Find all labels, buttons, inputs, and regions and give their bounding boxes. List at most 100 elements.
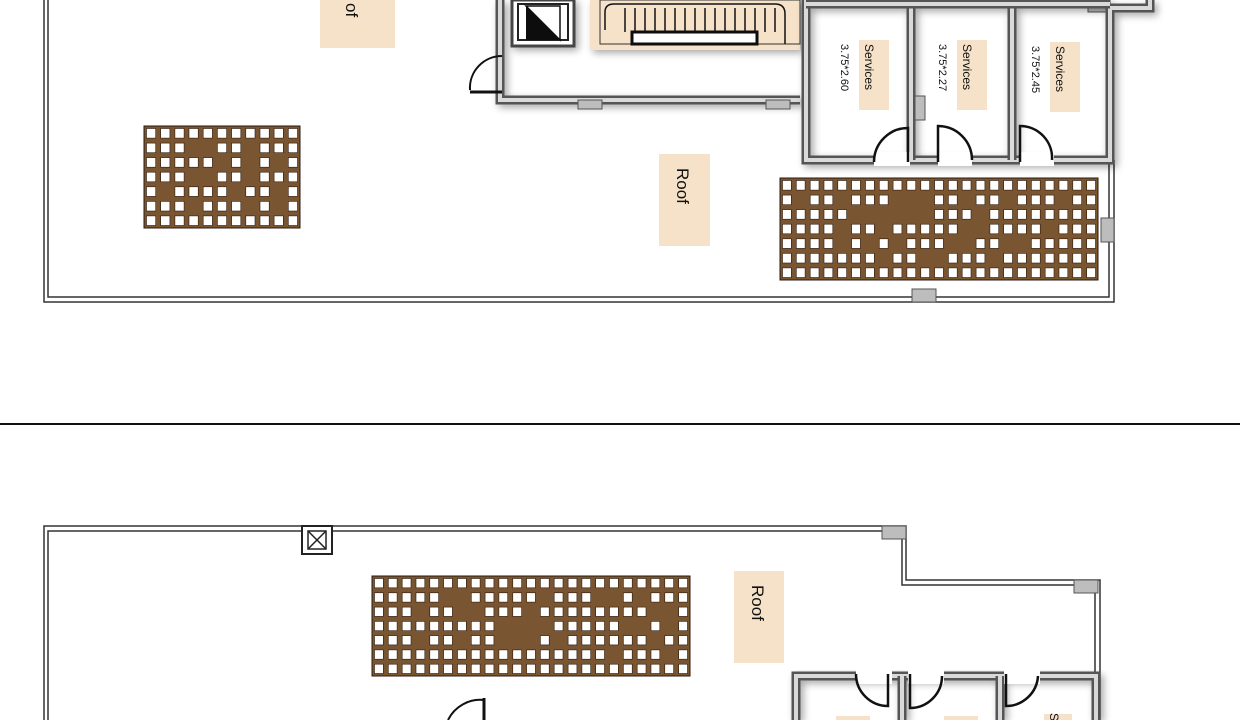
pergola-opening — [429, 606, 439, 617]
pergola-opening — [809, 238, 820, 249]
pergola-opening — [387, 578, 398, 589]
pergola-opening — [401, 663, 412, 674]
pergola-opening — [484, 606, 495, 617]
pergola-opening — [553, 578, 564, 589]
pergola-opening — [878, 194, 889, 206]
pergola-opening — [948, 180, 958, 191]
pergola-opening — [650, 592, 661, 603]
pergola-opening — [387, 635, 398, 646]
pergola-opening — [1003, 223, 1013, 235]
pergola-opening — [851, 180, 861, 191]
bottom-pergola — [371, 575, 691, 677]
pergola-opening — [512, 592, 522, 603]
pergola-opening — [581, 621, 592, 632]
service-room-size: 3.75*2.27 — [936, 44, 948, 91]
pergola-opening — [540, 663, 550, 674]
pergola-opening — [795, 223, 806, 235]
pergola-opening — [231, 171, 242, 183]
pergola-opening — [1044, 209, 1055, 220]
pergola-opening — [975, 267, 986, 278]
pergola-opening — [174, 215, 185, 226]
pergola-opening — [540, 635, 550, 646]
pergola-opening — [443, 606, 453, 617]
pergola-opening — [567, 621, 578, 632]
pergola-opening — [595, 606, 605, 617]
bottom-service-doors — [854, 670, 1040, 710]
pergola-opening — [287, 186, 298, 197]
pergola-opening — [934, 194, 944, 206]
pergola-opening — [934, 180, 944, 191]
pergola-opening — [581, 606, 592, 617]
pergola-opening — [415, 621, 426, 632]
pergola-opening — [429, 635, 439, 646]
pergola-opening — [259, 215, 270, 226]
pergola-opening — [1072, 238, 1082, 249]
pergola-opening — [174, 171, 185, 183]
pergola-opening — [374, 578, 384, 589]
pergola-opening — [650, 578, 661, 589]
pergola-opening — [443, 635, 453, 646]
pergola-opening — [878, 180, 889, 191]
pergola-opening — [553, 592, 564, 603]
pergola-opening — [809, 209, 820, 220]
top-plan: of Roof Services 3.75*2.60 Services 3.75… — [43, 0, 1155, 303]
pergola-opening — [989, 194, 1000, 206]
bottom-room-labels: S — [836, 713, 1072, 720]
pergola-opening — [795, 180, 806, 191]
pergola-opening — [512, 663, 522, 674]
pergola-opening — [595, 578, 605, 589]
pergola-opening — [443, 578, 453, 589]
pergola-opening — [1003, 209, 1013, 220]
pergola-opening — [259, 171, 270, 183]
pergola-opening — [202, 128, 213, 139]
pergola-opening — [245, 215, 256, 226]
pergola-opening — [429, 621, 439, 632]
pergola-opening — [231, 142, 242, 154]
pergola-opening — [948, 267, 958, 278]
pergola-opening — [989, 238, 1000, 249]
pergola-opening — [664, 592, 674, 603]
service-room-name: Services — [1053, 46, 1067, 92]
pergola-opening — [1031, 223, 1041, 235]
pergola-opening — [540, 578, 550, 589]
pergola-opening — [795, 267, 806, 278]
pergola-opening — [851, 194, 861, 206]
pergola-opening — [512, 578, 522, 589]
pergola-opening — [401, 649, 412, 660]
pergola-opening — [623, 578, 633, 589]
pergola-opening — [429, 663, 439, 674]
pergola-opening — [188, 128, 199, 139]
pergola-opening — [1003, 267, 1013, 278]
pergola-opening — [650, 663, 661, 674]
pergola-opening — [429, 592, 439, 603]
pergola-opening — [160, 142, 171, 154]
pergola-opening — [374, 606, 384, 617]
pergola-opening — [1058, 253, 1069, 264]
pergola-opening — [567, 663, 578, 674]
pergola-opening — [401, 578, 412, 589]
roof-label-text: Roof — [673, 168, 692, 204]
pergola-opening — [934, 267, 944, 278]
pergola-opening — [865, 194, 875, 206]
pergola-opening — [1031, 253, 1041, 264]
pergola-opening — [678, 663, 688, 674]
pergola-opening — [457, 578, 467, 589]
pergola-opening — [287, 201, 298, 212]
pergola-opening — [470, 578, 481, 589]
pergola-opening — [948, 209, 958, 220]
pergola-opening — [851, 238, 861, 249]
pergola-opening — [374, 592, 384, 603]
pergola-opening — [287, 128, 298, 139]
pergola-opening — [1086, 223, 1096, 235]
pergola-opening — [374, 663, 384, 674]
pergola-opening — [636, 635, 647, 646]
pergola-opening — [581, 592, 592, 603]
pergola-opening — [809, 194, 820, 206]
pergola-opening — [202, 201, 213, 212]
pergola-opening — [540, 606, 550, 617]
pergola-opening — [160, 201, 171, 212]
pergola-opening — [567, 606, 578, 617]
pergola-opening — [443, 663, 453, 674]
pergola-opening — [809, 267, 820, 278]
pergola-opening — [217, 128, 227, 139]
